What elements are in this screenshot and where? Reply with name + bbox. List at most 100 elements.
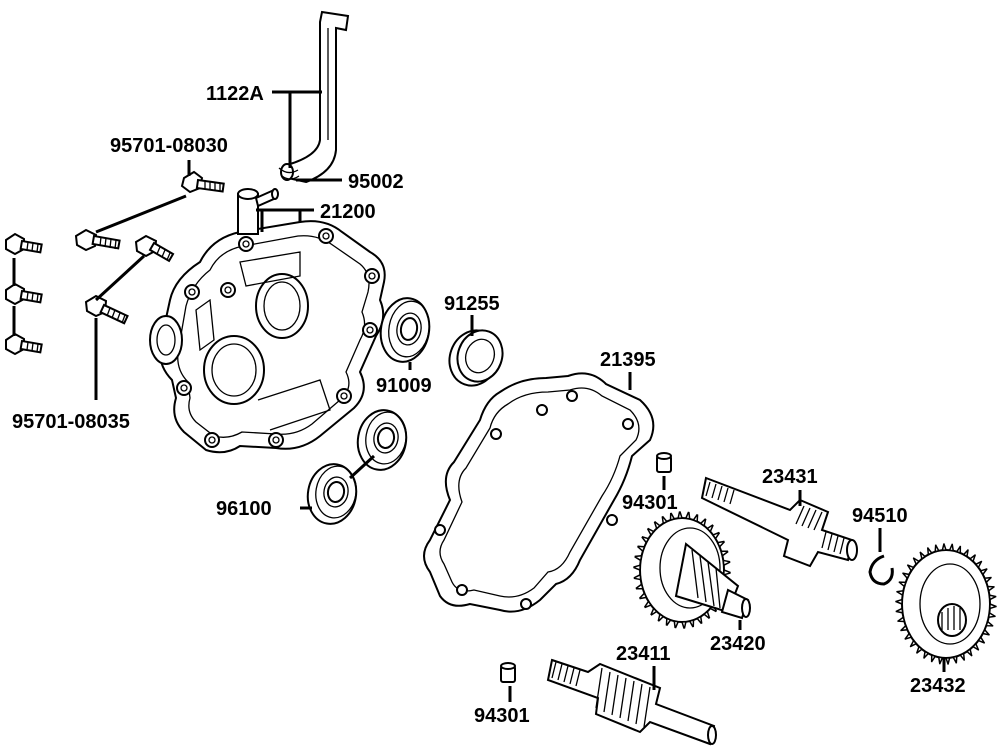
gear-tooth [983, 576, 992, 584]
gear-tooth [989, 602, 997, 610]
gear-tooth [985, 620, 994, 627]
gear-tooth [971, 642, 980, 651]
gear-tooth [637, 545, 646, 553]
gear-tooth [979, 568, 988, 576]
gear-tooth [906, 564, 915, 573]
gear-tooth [699, 518, 707, 528]
gear-tooth [904, 632, 913, 640]
gear-tooth [706, 524, 714, 533]
gear-tooth [641, 536, 650, 544]
gear-tooth [633, 573, 642, 581]
gear-tooth [962, 549, 969, 558]
label-21200: 21200 [320, 201, 376, 223]
gasket [423, 372, 655, 613]
gear-tooth [986, 585, 995, 593]
label-21395: 21395 [600, 349, 656, 371]
transmission-case [149, 188, 386, 454]
gear-23432 [895, 543, 997, 665]
gear-tooth [944, 657, 951, 665]
gear-tooth [722, 559, 731, 567]
oil-seal [448, 329, 504, 387]
leader-lines [12, 90, 946, 702]
label-91009: 91009 [376, 375, 432, 397]
label-23420: 23420 [710, 633, 766, 655]
gear-tooth [988, 594, 997, 601]
gear-tooth [912, 557, 921, 566]
gear-tooth [665, 617, 672, 627]
drive-shaft [546, 658, 717, 746]
label-94510: 94510 [852, 505, 908, 527]
bearing-pair-96100 [306, 409, 408, 525]
gear-tooth [968, 554, 976, 563]
gear-tooth [952, 655, 958, 664]
gear-tooth [650, 607, 658, 616]
gear-tooth [916, 645, 924, 654]
gear-tooth [930, 654, 937, 663]
gear-tooth [643, 599, 653, 609]
gear-tooth [987, 611, 996, 619]
gear-tooth [711, 531, 721, 541]
label-96100: 96100 [216, 498, 272, 520]
gear-tooth [898, 581, 907, 588]
label-95701-08035: 95701-08035 [12, 411, 130, 433]
bolt-group-upper [74, 170, 225, 325]
label-23432: 23432 [910, 675, 966, 697]
bolt-lower-right [84, 294, 129, 325]
gear-tooth [896, 589, 905, 597]
gear-tooth [895, 607, 904, 614]
gear-tooth [948, 543, 955, 552]
gear-tooth [923, 650, 930, 659]
gear-tooth [941, 543, 948, 551]
hose-clamp [278, 167, 300, 180]
gear-tooth [926, 547, 933, 556]
gear-tooth [653, 520, 662, 530]
gear-tooth [977, 635, 986, 644]
label-95002: 95002 [348, 171, 404, 193]
gear-tooth [723, 568, 731, 576]
gear-tooth [680, 620, 687, 629]
label-23411: 23411 [616, 643, 671, 665]
gear-tooth [902, 572, 911, 580]
gear-tooth [646, 527, 655, 537]
breather-hose [280, 10, 350, 184]
label-23431: 23431 [762, 466, 818, 488]
gear-tooth [633, 564, 641, 572]
gear-tooth [955, 545, 962, 554]
gear-tooth [661, 515, 668, 525]
gear-tooth [919, 551, 927, 561]
label-91255: 91255 [444, 293, 500, 315]
gear-tooth [909, 639, 918, 648]
dowel-pin-upper [656, 452, 672, 473]
bearing-91009 [379, 297, 431, 363]
dowel-pin-lower [500, 662, 516, 683]
gear-tooth [965, 647, 973, 657]
gear-tooth [937, 656, 944, 665]
label-94301-lower: 94301 [474, 705, 530, 727]
label-94301-upper: 94301 [622, 492, 678, 514]
bolt-group-left [5, 232, 43, 356]
bolt-mid [74, 228, 121, 252]
gear-tooth [959, 652, 966, 661]
gear-tooth [720, 550, 729, 558]
circlip [868, 554, 894, 586]
gear-tooth [692, 513, 699, 523]
bolt-upper-right [134, 234, 175, 263]
label-95701-08030: 95701-08030 [110, 135, 228, 157]
gear-tooth [669, 512, 676, 521]
gear-tooth [981, 628, 990, 636]
gear-tooth [673, 620, 680, 629]
gear-tooth [895, 598, 903, 606]
gear-tooth [702, 610, 711, 620]
gear-tooth [900, 624, 909, 632]
gear-tooth [716, 540, 725, 549]
gear-tooth [974, 560, 983, 569]
bolt-95701-08030 [180, 170, 225, 194]
part-labels: 1122A 95002 21200 95701-08030 95701-0803… [12, 83, 966, 727]
gear-tooth [635, 582, 644, 590]
gear-tooth [688, 619, 695, 628]
label-1122A: 1122A [206, 83, 264, 105]
gear-tooth [897, 615, 906, 623]
gear-23420 [633, 511, 751, 629]
gear-tooth [657, 612, 665, 622]
